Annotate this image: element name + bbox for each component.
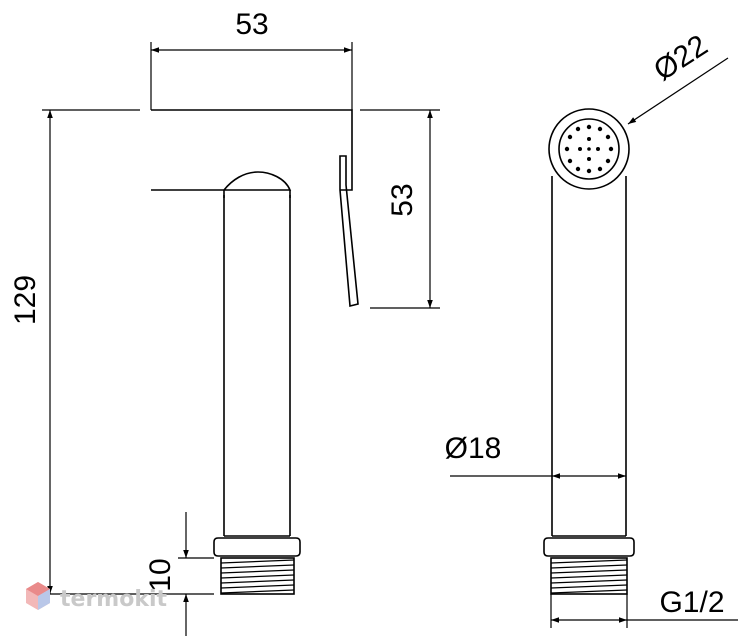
side-view [151,109,359,595]
spray-head-inner [558,118,620,180]
front-thread-body [550,557,628,595]
front-hex-nut [543,537,635,557]
front-thread-hatch [550,559,628,594]
head-block [151,109,353,191]
watermark-text: termokit [60,587,167,612]
spray-nozzles [564,124,614,174]
watermark-logo [26,582,50,610]
dimension-lines [42,42,738,636]
front-tube [551,176,627,536]
dim-body-diameter-label: Ø18 [445,432,502,465]
dim-top-width-label: 53 [235,8,268,41]
dim-thread-size-label: G1/2 [659,586,724,619]
front-view [543,108,635,595]
dim-thread-height-label: 10 [144,558,177,591]
trigger-lever [339,155,359,308]
dim-total-height-label: 129 [9,275,42,325]
dim-head-height-label: 53 [386,183,419,216]
spray-head-outer [548,108,630,190]
watermark: termokit [26,582,167,612]
dim-head-diameter-label: Ø22 [648,29,714,88]
handle-tube [223,195,291,536]
thread-body [220,557,295,595]
hex-nut [213,537,301,557]
head-neck [223,190,291,198]
side-thread-hatch [220,559,295,594]
dim-head-diameter-leader [627,57,729,125]
